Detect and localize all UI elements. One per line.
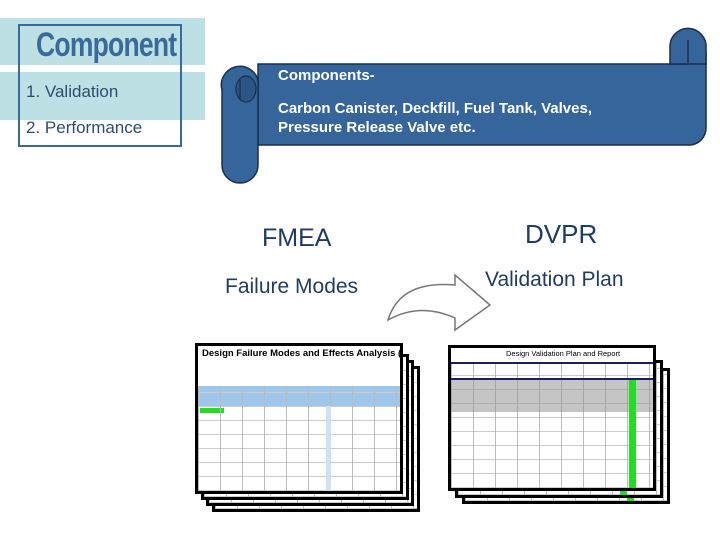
dvpr-title: DVPR: [525, 219, 598, 249]
dfmea-highlight-column: [326, 406, 331, 491]
dvpr-grey-section: [451, 380, 653, 412]
dvpr-green-column: [629, 380, 636, 488]
component-title: Component: [36, 26, 177, 64]
scroll-line-2: Pressure Release Valve etc.: [278, 119, 476, 136]
fmea-title: FMEA: [262, 224, 332, 252]
dfmea-sheet: Design Failure Modes and Effects Analysi…: [195, 343, 403, 494]
dfmea-doc-title: Design Failure Modes and Effects Analysi…: [202, 348, 402, 359]
scroll-heading: Components-: [278, 67, 375, 84]
scroll-line-1: Carbon Canister, Deckfill, Fuel Tank, Va…: [278, 100, 593, 117]
dvpr-doc-title: Design Validation Plan and Report: [506, 349, 621, 358]
list-item-validation: 1. Validation: [26, 82, 119, 101]
item-band: [0, 72, 205, 120]
dvpr-subtitle: Validation Plan: [485, 268, 624, 291]
curved-arrow-icon: [386, 273, 492, 332]
dvpr-sheet: Design Validation Plan and Report: [448, 345, 656, 491]
list-item-performance: 2. Performance: [26, 118, 143, 137]
fmea-subtitle: Failure Modes: [225, 275, 359, 298]
component-box: [18, 24, 182, 147]
